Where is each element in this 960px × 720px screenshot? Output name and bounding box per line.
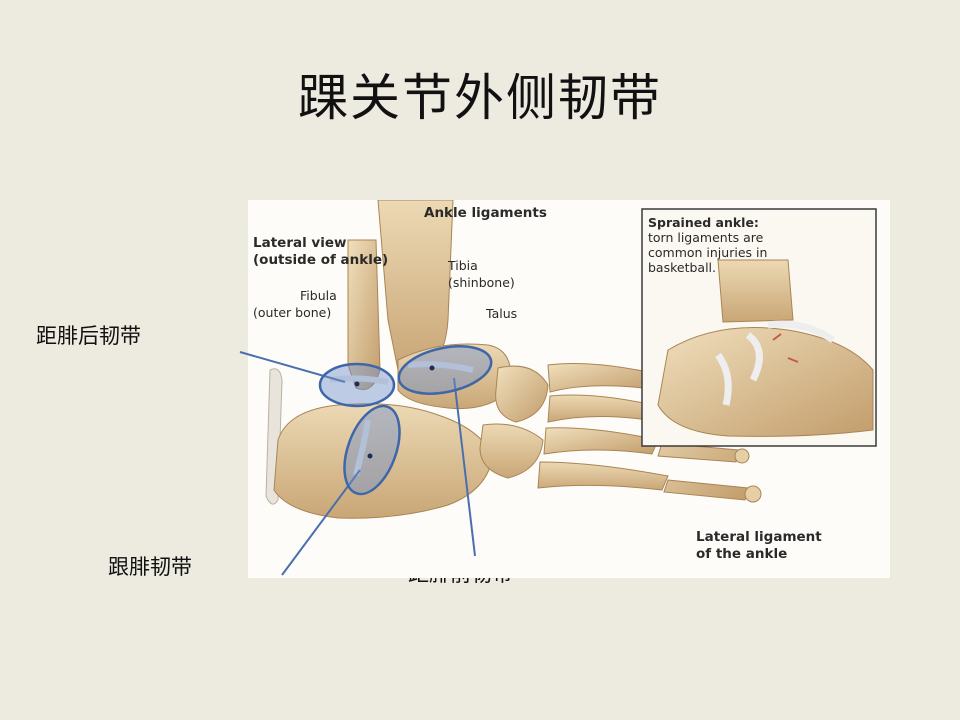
view-label-line2: (outside of ankle)	[253, 252, 389, 268]
caption-line2: of the ankle	[696, 546, 788, 562]
inset-line1: torn ligaments are	[648, 230, 764, 245]
inset-torn-ligament	[715, 320, 835, 406]
tibia-label-line1: Tibia	[448, 258, 478, 273]
inset-tear-mark	[772, 333, 799, 363]
slide-title: 踝关节外侧韧带	[298, 69, 662, 127]
talus-bone	[397, 343, 512, 410]
toe-tip	[744, 485, 762, 503]
ankle-anatomy-figure: Ankle ligaments Lateral view (outside of…	[248, 200, 890, 578]
inset-caption: Sprained ankle: torn ligaments are commo…	[648, 215, 868, 275]
posterior-talofibular-fibres	[329, 375, 389, 385]
metatarsal-3	[543, 427, 659, 455]
inset-line3: basketball.	[648, 260, 717, 275]
fibula-label-line2: (outer bone)	[253, 305, 332, 320]
metatarsal-1	[547, 363, 649, 393]
inset-foot-bones	[657, 327, 874, 437]
tibia-label-line2: (shinbone)	[448, 275, 515, 290]
tibia-bone	[377, 200, 454, 371]
callout-calcaneofibular: 跟腓韧带	[108, 555, 192, 579]
talus-label: Talus	[486, 306, 518, 321]
fibula-label-line1: Fibula	[300, 288, 337, 303]
callout-posterior-talofibular: 距腓后韧带	[36, 324, 141, 348]
inset-line2: common injuries in	[648, 245, 768, 260]
cuboid-bone	[479, 423, 544, 479]
calcaneus-bone	[273, 403, 494, 519]
toe-tip	[734, 448, 750, 464]
inset-tibia	[717, 259, 794, 323]
metatarsal-4	[537, 461, 669, 491]
caption-line1: Lateral ligament	[696, 529, 822, 545]
figure-heading: Ankle ligaments	[424, 205, 547, 221]
metatarsal-2	[547, 394, 654, 423]
inset-heading: Sprained ankle:	[648, 215, 759, 230]
view-label-line1: Lateral view	[253, 235, 347, 251]
navicular-bone	[495, 365, 549, 423]
